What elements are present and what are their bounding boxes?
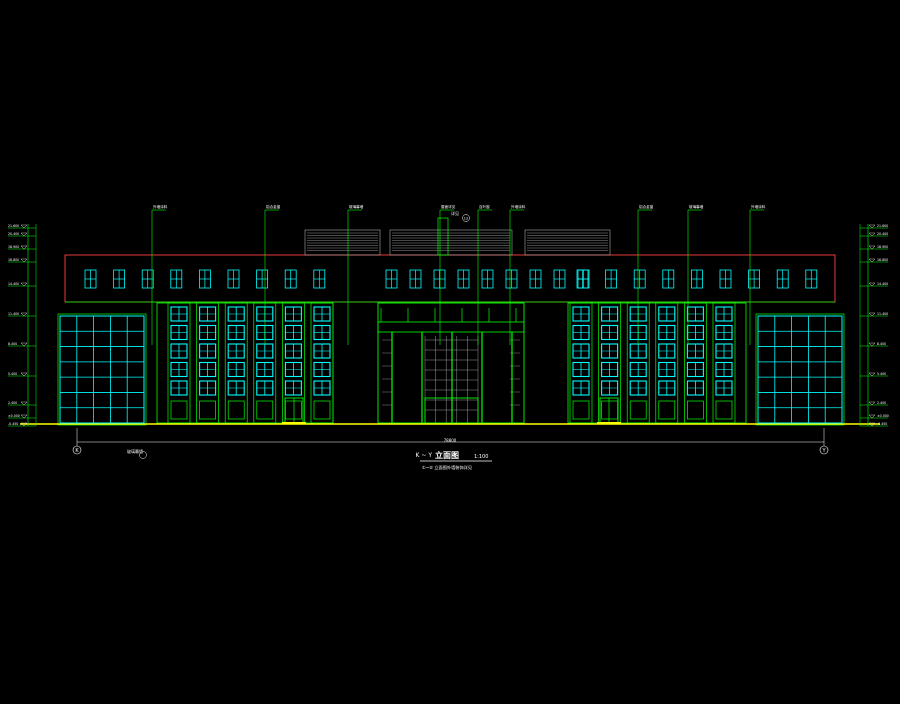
bay-left-door (170, 400, 188, 420)
bay-right-door (601, 400, 618, 420)
curtain-wall-left-frame (57, 313, 147, 426)
elev-triangle (868, 372, 876, 377)
bottom-tag: 玻璃幕墙 (127, 448, 143, 454)
elev-label: 8.400 (877, 342, 886, 346)
elev-triangle (868, 245, 876, 250)
elev-triangle (868, 342, 876, 347)
curtain-wall-right (757, 315, 843, 424)
bay-right-door (715, 400, 733, 420)
elev-label: 5.400 (877, 372, 886, 376)
elev-triangle (868, 282, 876, 287)
elev-triangle (20, 342, 28, 347)
axis-left-label: K (75, 448, 79, 454)
elev-label: 18.900 (877, 245, 888, 249)
roof-cap-band (64, 254, 836, 303)
drawing-subtitle: ①~⑤ 立面图外墙装饰详见 (422, 464, 472, 471)
elev-triangle (20, 372, 28, 377)
elev-label: 14.400 (8, 282, 19, 286)
elev-triangle (20, 422, 28, 427)
callout-label: 铝合金窗 (266, 204, 281, 209)
bottom-callout: 玻璃幕墙 (127, 448, 147, 459)
bay-left-door (227, 400, 245, 420)
wing-left-outline (156, 302, 334, 424)
bay-left-door (285, 400, 302, 420)
elev-triangle (20, 224, 28, 229)
bay-right-door (629, 400, 647, 420)
elev-label: 20.400 (877, 232, 888, 236)
elev-label: 16.800 (8, 258, 19, 262)
elev-label: 11.400 (877, 312, 888, 316)
callout-label: 屋面详见 (441, 204, 456, 209)
elev-triangle (20, 232, 28, 237)
axis-bubble-right: Y (819, 445, 829, 455)
callout-label: 百叶窗 (479, 204, 490, 209)
elev-triangle (20, 414, 28, 419)
elev-label: 11.400 (8, 312, 19, 316)
curtain-wall-right-frame (755, 313, 845, 426)
elev-triangle (20, 245, 28, 250)
bay-right-door (658, 400, 676, 420)
elev-triangle (20, 258, 28, 263)
elev-label: 2.400 (877, 401, 886, 405)
detail-tag: 详见 (451, 210, 459, 216)
elev-triangle (20, 401, 28, 406)
axis-bubble-left: K (72, 445, 82, 455)
wing-right-outline (567, 302, 747, 424)
elev-label: -0.450 (877, 422, 887, 426)
bay-right-door (572, 400, 590, 420)
elev-label: ±0.000 (877, 414, 889, 418)
elev-label: 2.400 (8, 401, 17, 405)
callout-label: 外墙涂料 (153, 204, 168, 209)
elev-label: 21.600 (8, 224, 19, 228)
bay-right-door (687, 400, 704, 420)
bay-left-door (199, 400, 216, 420)
elev-label: 20.400 (8, 232, 19, 236)
elev-triangle (20, 312, 28, 317)
elev-label: 5.400 (8, 372, 17, 376)
elev-label: 21.600 (877, 224, 888, 228)
title-prefix: K ~ Y (416, 452, 433, 459)
penthouse-0 (304, 229, 381, 256)
elev-label: 8.400 (8, 342, 17, 346)
dimension-total-label: 78800 (444, 438, 457, 443)
curtain-wall-left (59, 315, 145, 424)
elev-label: 14.400 (877, 282, 888, 286)
elev-triangle (868, 422, 876, 427)
elev-triangle (868, 312, 876, 317)
elev-triangle (868, 414, 876, 419)
detail-number: 12 (464, 217, 468, 221)
elev-triangle (868, 258, 876, 263)
bay-left-door (313, 400, 331, 420)
bay-left-door (256, 400, 274, 420)
callout-label: 外墙涂料 (511, 204, 526, 209)
lobby-door (424, 397, 479, 424)
detail-callout-top: 详见 12 (451, 210, 470, 222)
elev-triangle (868, 401, 876, 406)
parapet-stair (437, 217, 449, 256)
elev-label: -0.450 (8, 422, 18, 426)
drawing-title: 立面图 (435, 450, 459, 460)
center-block (377, 302, 525, 424)
center-canopy (377, 321, 525, 333)
callout-label: 外墙涂料 (751, 204, 766, 209)
elev-label: 16.800 (877, 258, 888, 262)
callout-label: 铝合金窗 (639, 204, 654, 209)
elev-label: ±0.000 (8, 414, 20, 418)
elev-triangle (20, 282, 28, 287)
elev-label: 18.900 (8, 245, 19, 249)
elev-triangle (868, 232, 876, 237)
axis-right-label: Y (821, 448, 826, 454)
drawing-scale: 1:100 (474, 454, 488, 460)
callout-label: 玻璃幕墙 (689, 204, 704, 209)
drawing-title-block: K ~ Y 立面图 1:100 ①~⑤ 立面图外墙装饰详见 (416, 450, 492, 471)
penthouse-2 (524, 229, 611, 256)
elev-triangle (868, 224, 876, 229)
penthouse-1 (389, 229, 513, 256)
callout-label: 玻璃幕墙 (349, 204, 364, 209)
